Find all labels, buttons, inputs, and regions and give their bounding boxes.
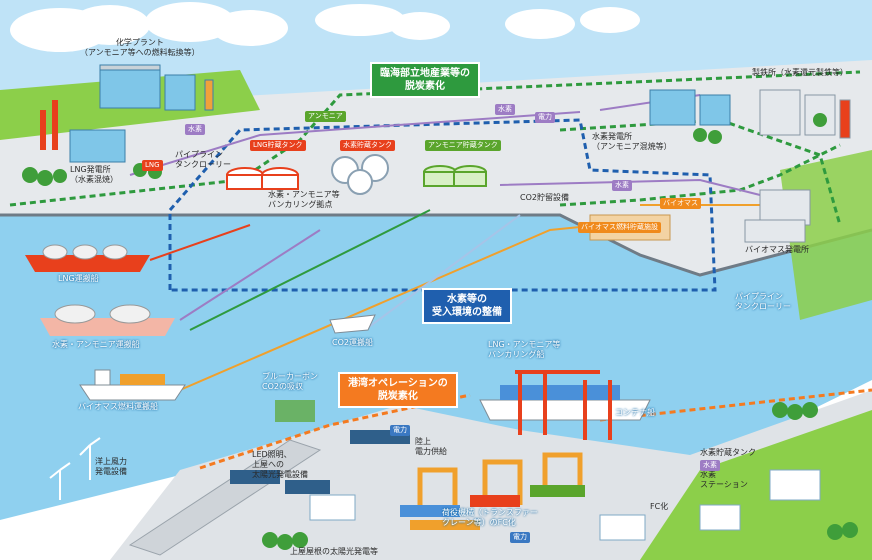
route-tag-1: 水素 — [185, 124, 205, 135]
gantry-cranes — [515, 370, 612, 440]
h2-ship-route-2 — [189, 209, 431, 331]
label-h2-station: 水素 ステーション — [700, 470, 748, 489]
label-co2-ship: CO2運搬船 — [332, 338, 373, 347]
label-h2-station-tank: 水素貯蔵タンク — [700, 448, 756, 457]
label-lng-power: LNG発電所 （水素混焼） — [70, 165, 118, 184]
route-tag-7: バイオマス — [660, 198, 701, 209]
biomass-power-plant — [744, 189, 811, 243]
tag-ammonia-tank: アンモニア貯蔵タンク — [425, 140, 501, 151]
banner-coastal-industry: 臨海部立地産業等の 脱炭素化 — [370, 62, 480, 98]
blue-carbon-beds — [275, 400, 315, 422]
trees-lower — [262, 113, 858, 550]
quay-wall — [0, 213, 872, 277]
lower-grass — [640, 410, 872, 560]
lng-power-plant — [40, 100, 126, 163]
container-stacks — [400, 485, 585, 530]
chemical-plant — [99, 64, 214, 111]
label-lng-ship: LNG運搬船 — [58, 274, 99, 283]
label-storage-bunkering: 水素・アンモニア等 バンカリング拠点 — [268, 190, 340, 209]
route-tag-3: 水素 — [495, 104, 515, 115]
tag-hydrogen-tank: 水素貯蔵タンク — [340, 140, 395, 151]
container-ship — [479, 385, 651, 421]
label-shore-power: 陸上 電力供給 — [415, 437, 447, 456]
hydrogen-tanks — [331, 154, 389, 195]
co2-ship-route — [364, 214, 521, 331]
label-biomass-power: バイオマス発電所 — [745, 245, 809, 254]
banner-port-operations: 港湾オペレーションの 脱炭素化 — [338, 372, 458, 408]
label-solar-roof: 上屋屋根の太陽光発電等 — [290, 547, 378, 556]
solar-panels — [230, 430, 410, 494]
label-co2-storage: CO2貯留設備 — [520, 193, 569, 202]
hydrogen-ammonia-carrier — [40, 304, 175, 336]
label-steelworks: 製鉄所（水素還元製鉄等） — [752, 68, 848, 77]
route-tag-2: アンモニア — [305, 111, 346, 122]
banner-hydrogen-import: 水素等の 受入環境の整備 — [422, 288, 512, 324]
lng-tanks — [226, 167, 299, 190]
lng-carrier — [25, 244, 150, 272]
pipeline-right — [499, 178, 761, 196]
label-hydrogen-plant: 水素発電所 （アンモニア混焼等） — [592, 132, 672, 151]
route-tag-5: 水素 — [612, 180, 632, 191]
label-offshore-wind: 洋上風力 発電設備 — [95, 457, 127, 476]
label-pipeline-right: パイプライン タンクローリー — [735, 292, 791, 311]
h2-ship-route — [179, 229, 321, 321]
lower-buildings — [309, 469, 821, 541]
wind-turbines — [49, 437, 101, 500]
label-container-ship: コンテナ船 — [615, 408, 655, 417]
biomass-carrier — [79, 369, 186, 401]
label-lng-bunkering: LNG・アンモニア等 バンカリング船 — [488, 340, 561, 359]
trees-left — [22, 163, 162, 186]
route-tag-8: 水素 — [700, 460, 720, 471]
label-pipeline-upper: パイプライン タンクローリー — [175, 150, 231, 169]
label-solar-park: LED照明、 上屋への 太陽光発電設備 — [252, 450, 308, 479]
coastal-industry-boundary-2 — [559, 118, 842, 226]
transfer-cranes — [417, 452, 583, 515]
ammonia-tanks — [423, 165, 487, 187]
route-tag-9: 電力 — [390, 425, 410, 436]
pipeline-upper-1 — [129, 111, 581, 176]
label-fc-cranes: 荷役機械（トランスファー クレーン等）のFC化 — [442, 508, 538, 527]
label-h2-ship: 水素・アンモニア運搬船 — [52, 340, 140, 349]
steelworks — [759, 89, 851, 139]
clouds — [10, 2, 640, 52]
route-tag-6: 電力 — [535, 112, 555, 123]
route-tag-4: LNG — [142, 160, 163, 171]
label-chemical-plant: 化学プラント （アンモニア等への燃料転換等） — [80, 38, 200, 57]
hydrogen-power-plant — [649, 89, 731, 126]
label-blue-carbon: ブルーカーボン CO2の吸収 — [262, 372, 318, 391]
tag-lng-tank: LNG貯蔵タンク — [250, 140, 306, 151]
label-truck-fc: FC化 — [650, 502, 669, 511]
co2-carrier — [329, 314, 376, 334]
lng-ship-route — [149, 224, 251, 261]
route-tag-10: 電力 — [510, 532, 530, 543]
hydrogen-receiving-boundary — [168, 118, 717, 292]
label-biomass-ship: バイオマス燃料運搬船 — [78, 402, 158, 411]
label-biomass-storage: バイオマス燃料貯蔵施設 — [578, 222, 661, 233]
